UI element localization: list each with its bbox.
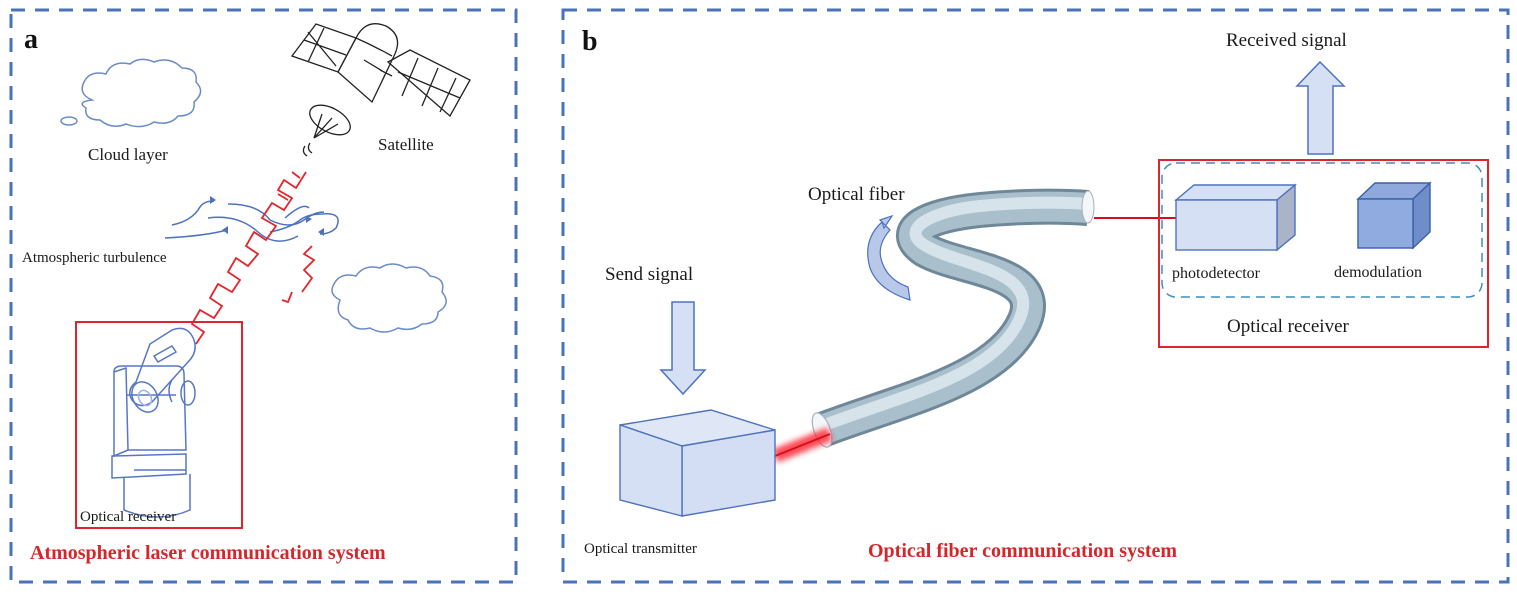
label-optical-receiver-b: Optical receiver: [1227, 316, 1350, 337]
cloud-icon: [331, 263, 447, 333]
turbulence-arrows: [164, 200, 339, 242]
curved-arrow-icon: [867, 214, 911, 301]
laser-beam-signal: [190, 171, 316, 345]
label-optical-receiver-a: Optical receiver: [80, 509, 176, 525]
label-send-signal: Send signal: [605, 264, 693, 285]
label-received-signal: Received signal: [1226, 30, 1347, 51]
down-arrow-icon: [659, 301, 707, 396]
panel-a-border: [9, 8, 518, 584]
laser-beam-transmit: [772, 427, 833, 463]
panel-b-caption: Optical fiber communication system: [868, 540, 1177, 562]
receiver-highlight-box: [75, 321, 243, 529]
transmitter-box: [619, 409, 776, 517]
panel-a: a Cloud layer Satellite: [9, 8, 518, 584]
up-arrow-icon: [1295, 60, 1346, 155]
panel-a-caption: Atmospheric laser communication system: [30, 542, 386, 564]
label-photodetector: photodetector: [1172, 265, 1261, 282]
panel-b-letter: b: [582, 26, 598, 57]
label-optical-transmitter: Optical transmitter: [584, 541, 697, 557]
panel-a-letter: a: [24, 24, 38, 55]
arrowhead-icon: [210, 196, 324, 236]
photodetector-box: [1174, 183, 1297, 252]
label-demodulation: demodulation: [1334, 264, 1422, 281]
panel-b-border: [561, 8, 1510, 584]
optical-fiber-cable: [811, 188, 1095, 448]
panel-b: b Received signal Optical fiber Send sig…: [561, 8, 1510, 584]
telescope-icon: [111, 327, 196, 518]
receiver-inner-dashed-box: [1161, 162, 1483, 298]
label-optical-fiber: Optical fiber: [808, 184, 905, 205]
label-cloud-layer: Cloud layer: [88, 145, 168, 164]
cloud-icon: [60, 58, 202, 128]
label-atmospheric-turbulence: Atmospheric turbulence: [22, 250, 167, 266]
satellite-icon: [290, 23, 471, 157]
label-satellite: Satellite: [378, 135, 434, 154]
receiver-highlight-box-b: [1158, 159, 1489, 348]
demodulation-box: [1356, 181, 1432, 250]
